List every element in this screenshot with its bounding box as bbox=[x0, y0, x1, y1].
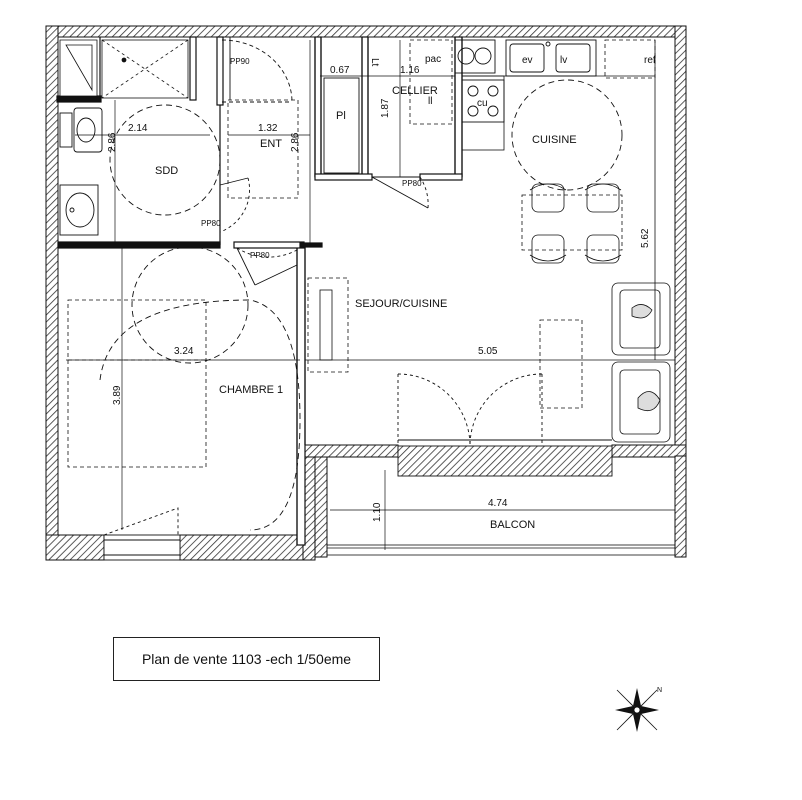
appliance-label-pac: pac bbox=[425, 54, 441, 65]
bedroom-window[interactable] bbox=[103, 507, 181, 561]
room-label-cellier: CELLIER bbox=[392, 85, 438, 97]
appliance-label-ev: ev bbox=[522, 55, 533, 66]
room-label-sejour: SEJOUR/CUISINE bbox=[355, 298, 447, 310]
appliance-label-ll: ll bbox=[428, 96, 432, 107]
door-label-pp80-cellier: PP80 bbox=[402, 179, 422, 188]
dim-4-74: 4.74 bbox=[488, 498, 508, 509]
tv-unit bbox=[319, 289, 333, 361]
dim-2-86-ent: 2.86 bbox=[290, 132, 301, 152]
sdd-door[interactable] bbox=[219, 177, 250, 242]
balcony-door[interactable] bbox=[397, 373, 613, 477]
tv-unit-zone bbox=[307, 277, 349, 373]
sdd-turning-circle bbox=[109, 104, 221, 216]
dim-2-14: 2.14 bbox=[128, 123, 148, 134]
bed bbox=[67, 299, 207, 468]
cellier-storage bbox=[409, 39, 453, 125]
coffee-table bbox=[539, 319, 583, 409]
cellier-door[interactable] bbox=[371, 176, 429, 209]
room-label-ent: ENT bbox=[260, 138, 282, 150]
sink-icon bbox=[505, 39, 597, 77]
kitchen-turning-circle bbox=[511, 79, 623, 191]
entrance-clear-zone bbox=[227, 99, 299, 199]
plan-caption: Plan de vente 1103 -ech 1/50eme bbox=[113, 637, 380, 681]
door-label-pp90: PP90 bbox=[230, 57, 250, 66]
room-label-sdd: SDD bbox=[155, 165, 178, 177]
dim-1-87: 1.87 bbox=[380, 98, 391, 118]
washbasin-icon bbox=[59, 184, 99, 236]
dim-5-62: 5.62 bbox=[640, 228, 651, 248]
dim-1-16: 1.16 bbox=[400, 65, 420, 76]
dim-5-05: 5.05 bbox=[478, 346, 498, 357]
compass-north-label: N bbox=[657, 687, 662, 694]
dining-table bbox=[521, 183, 623, 264]
fridge bbox=[604, 39, 656, 79]
room-label-balcon: BALCON bbox=[490, 519, 535, 531]
appliance-label-lt: Lt bbox=[369, 58, 380, 67]
chambre-door[interactable] bbox=[236, 247, 298, 286]
balcony-railing bbox=[326, 544, 676, 556]
door-label-pp80-sdd: PP80 bbox=[201, 219, 221, 228]
appliance-label-cu: cu bbox=[477, 98, 488, 109]
dim-3-24: 3.24 bbox=[174, 346, 194, 357]
appliance-label-ref: ref bbox=[644, 55, 656, 66]
sofa-upper bbox=[611, 282, 671, 356]
compass-rose-icon: N bbox=[615, 687, 662, 732]
room-label-cuisine: CUISINE bbox=[532, 134, 577, 146]
entrance-door[interactable] bbox=[221, 36, 293, 103]
placard bbox=[323, 77, 360, 174]
bedroom-turning-circle bbox=[99, 246, 301, 531]
toilet-icon bbox=[59, 107, 103, 153]
room-label-chambre: CHAMBRE 1 bbox=[219, 384, 283, 396]
dim-3-89: 3.89 bbox=[112, 385, 123, 405]
sofa-lower bbox=[611, 361, 671, 443]
heat-pump-icon bbox=[454, 39, 496, 74]
dim-2-86-sdd: 2.86 bbox=[107, 132, 118, 152]
dimension-lines bbox=[66, 40, 675, 550]
shower bbox=[59, 39, 189, 99]
appliance-label-lv: lv bbox=[560, 55, 567, 66]
door-label-pp80-chambre: PP80 bbox=[250, 251, 270, 260]
room-label-pl: Pl bbox=[336, 110, 346, 122]
dim-1-10: 1.10 bbox=[372, 502, 383, 522]
dim-1-32: 1.32 bbox=[258, 123, 278, 134]
dim-0-67: 0.67 bbox=[330, 65, 350, 76]
